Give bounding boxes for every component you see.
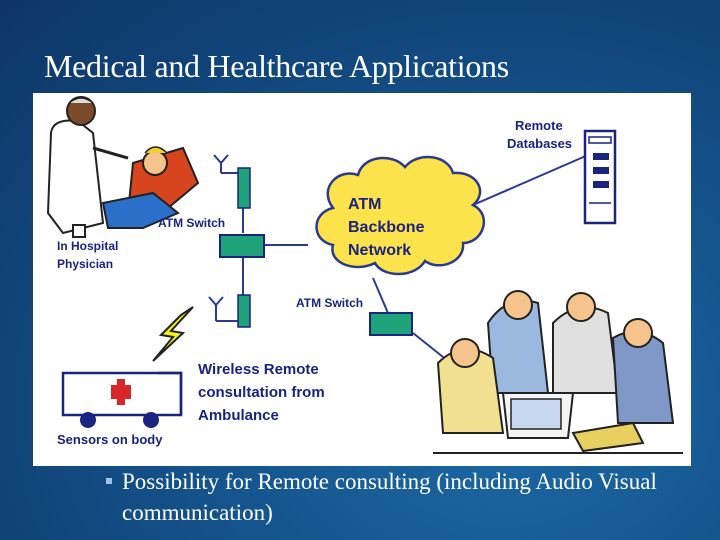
network-diagram: Remote Databases ATM Backbone Network AT… — [33, 93, 691, 466]
sensors-label: Sensors on body — [57, 432, 163, 447]
atm-switch-top-label: ATM Switch — [158, 216, 225, 230]
ambulance-label: Wireless Remote consultation from Ambula… — [198, 361, 329, 424]
antenna-pole-bottom — [238, 295, 250, 327]
antenna-pole-top — [238, 168, 250, 208]
database-server-icon — [585, 131, 615, 223]
bullet-marker — [106, 478, 112, 484]
antenna-bottom — [209, 297, 238, 321]
slide-title: Medical and Healthcare Applications — [44, 48, 509, 85]
hospital-label: In Hospital Physician — [57, 239, 122, 271]
atm-switch-bottom-label: ATM Switch — [296, 296, 363, 310]
atm-switch-top-box — [220, 235, 264, 257]
consulting-team-clipart — [428, 291, 683, 463]
bullet-text: Possibility for Remote consulting (inclu… — [122, 466, 682, 528]
antenna-top — [214, 155, 238, 173]
remote-databases-label: Remote Databases — [507, 118, 572, 151]
wireless-bolt-icon — [153, 307, 193, 361]
ambulance-icon — [63, 373, 181, 428]
diagram-canvas: Remote Databases ATM Backbone Network AT… — [33, 93, 691, 466]
atm-switch-bottom-box — [370, 313, 412, 335]
